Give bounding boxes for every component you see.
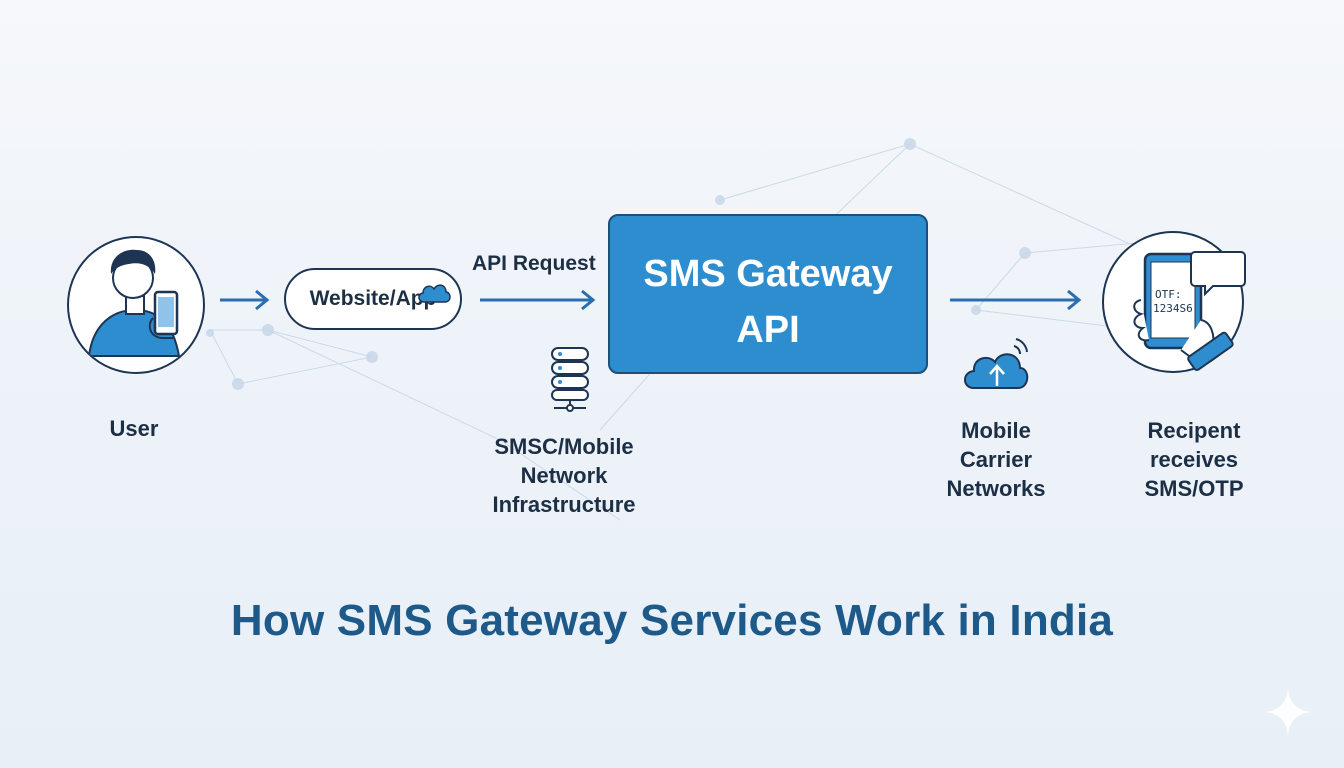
page-title: How SMS Gateway Services Work in India (230, 596, 1114, 645)
recipient-label: Recipent receives SMS/OTP (1144, 418, 1244, 501)
phone-in-hand-otp-icon: OTF: 1234S6 (1102, 231, 1246, 373)
arrow-gateway-to-recipient (950, 289, 1082, 311)
user-with-phone-icon (87, 249, 181, 357)
website-app-node: Website/App (284, 268, 462, 330)
sms-gateway-api-label: SMS Gateway API (643, 253, 893, 351)
otp-text-line-1: OTF: (1155, 288, 1182, 301)
otp-text-line-2: 1234S6 (1153, 302, 1193, 315)
carrier-label: Mobile Carrier Networks (946, 418, 1046, 501)
server-stack-icon (551, 347, 589, 412)
recipient-node: OTF: 1234S6 (1101, 230, 1246, 373)
arrow-website-to-gateway (480, 289, 596, 311)
cloud-icon (418, 284, 451, 303)
arrow-user-to-website (220, 289, 270, 311)
sms-gateway-api-node: SMS Gateway API (608, 214, 928, 374)
smsc-label: SMSC/Mobile Network Infrastructure (492, 434, 636, 517)
api-request-label: API Request (472, 252, 596, 275)
website-app-label: Website/App (309, 287, 437, 310)
sparkle-icon (1264, 688, 1312, 736)
user-label: User (109, 416, 159, 441)
cloud-upload-signal-icon (964, 338, 1029, 389)
user-node (67, 236, 205, 374)
